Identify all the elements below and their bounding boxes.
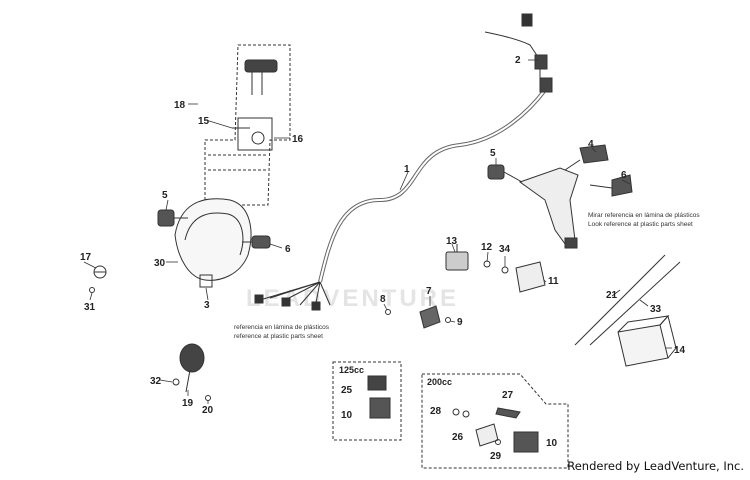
part-14-battery bbox=[617, 314, 677, 367]
callout-2: 2 bbox=[515, 55, 521, 66]
rear-signal-bracket bbox=[487, 144, 633, 249]
callout-16: 16 bbox=[292, 134, 304, 145]
callout-11: 11 bbox=[548, 276, 559, 287]
part-8-screw bbox=[385, 309, 391, 315]
note-right-line2: Look reference at plastic parts sheet bbox=[588, 221, 693, 228]
part-21-cable bbox=[574, 254, 666, 346]
part-5-left-signal bbox=[157, 209, 188, 227]
callout-25: 25 bbox=[341, 385, 353, 396]
callout-18: 18 bbox=[174, 100, 186, 111]
note-right-line1: Mirar referencia en lámina de plásticos bbox=[588, 212, 700, 219]
callout-7: 7 bbox=[426, 286, 432, 297]
part-29-bolt bbox=[495, 439, 501, 445]
credit-text: Rendered by LeadVenture, Inc. bbox=[567, 459, 744, 473]
callout-29: 29 bbox=[490, 451, 502, 462]
callout-26: 26 bbox=[452, 432, 464, 443]
callout-33: 33 bbox=[650, 304, 662, 315]
part-34-bolt bbox=[501, 266, 509, 274]
callout-32: 32 bbox=[150, 376, 162, 387]
callout-20: 20 bbox=[202, 405, 214, 416]
callout-15: 15 bbox=[198, 116, 210, 127]
callout-21: 21 bbox=[606, 290, 618, 301]
part-28-washer bbox=[452, 408, 460, 416]
part-10-cdi-200 bbox=[513, 431, 539, 453]
part-10-cdi bbox=[369, 397, 391, 419]
callout-30: 30 bbox=[154, 258, 166, 269]
headlight-assembly-outline bbox=[204, 44, 291, 206]
callout-19: 19 bbox=[182, 398, 194, 409]
callout-6-left: 6 bbox=[285, 244, 291, 255]
callout-34: 34 bbox=[499, 244, 511, 255]
callout-10-200cc: 10 bbox=[546, 438, 558, 449]
part-2-sub-harness bbox=[484, 13, 553, 93]
part-6-left-signal bbox=[242, 235, 271, 249]
note-left-line1: referencia en lámina de plásticos bbox=[234, 324, 330, 331]
box-200cc bbox=[421, 373, 569, 469]
leader-lines bbox=[83, 59, 672, 404]
callout-5-left: 5 bbox=[162, 190, 168, 201]
note-left-line2: reference at plastic parts sheet bbox=[234, 333, 323, 340]
callout-27: 27 bbox=[502, 390, 514, 401]
part-13-relay bbox=[445, 244, 469, 271]
callout-4: 4 bbox=[588, 139, 594, 150]
part-30-headlight-housing bbox=[174, 198, 252, 288]
callout-12: 12 bbox=[481, 242, 493, 253]
watermark-text: LEADVENTURE bbox=[246, 285, 460, 312]
callout-1: 1 bbox=[404, 164, 410, 175]
harness-connectors bbox=[254, 281, 331, 311]
callout-5-right: 5 bbox=[490, 148, 496, 159]
part-19-horn bbox=[179, 343, 205, 393]
part-1-main-harness bbox=[318, 88, 547, 283]
callout-9: 9 bbox=[457, 317, 463, 328]
part-25-cdi bbox=[367, 375, 387, 391]
part-20-nut bbox=[205, 395, 211, 401]
callout-8: 8 bbox=[380, 294, 386, 305]
box-125cc bbox=[332, 361, 402, 441]
part-33-cable bbox=[589, 261, 681, 346]
callout-31: 31 bbox=[84, 302, 96, 313]
callout-28: 28 bbox=[430, 406, 442, 417]
part-7-switch bbox=[419, 305, 451, 329]
part-16-headlight-socket bbox=[232, 59, 278, 151]
part-32-bolt bbox=[172, 378, 180, 386]
callout-13: 13 bbox=[446, 236, 458, 247]
callout-6-right: 6 bbox=[621, 170, 627, 181]
box-200cc-label: 200cc bbox=[427, 377, 452, 387]
box-125cc-label: 125cc bbox=[339, 365, 364, 375]
part-11-regulator bbox=[515, 261, 546, 293]
callout-10-125cc: 10 bbox=[341, 410, 353, 421]
callout-3: 3 bbox=[204, 300, 210, 311]
part-27-bracket bbox=[495, 407, 521, 419]
part-31-bulb-base bbox=[89, 287, 95, 293]
part-17-bulb bbox=[93, 265, 107, 279]
callout-17: 17 bbox=[80, 252, 92, 263]
part-26-bracket bbox=[475, 423, 499, 447]
callout-14: 14 bbox=[674, 345, 686, 356]
